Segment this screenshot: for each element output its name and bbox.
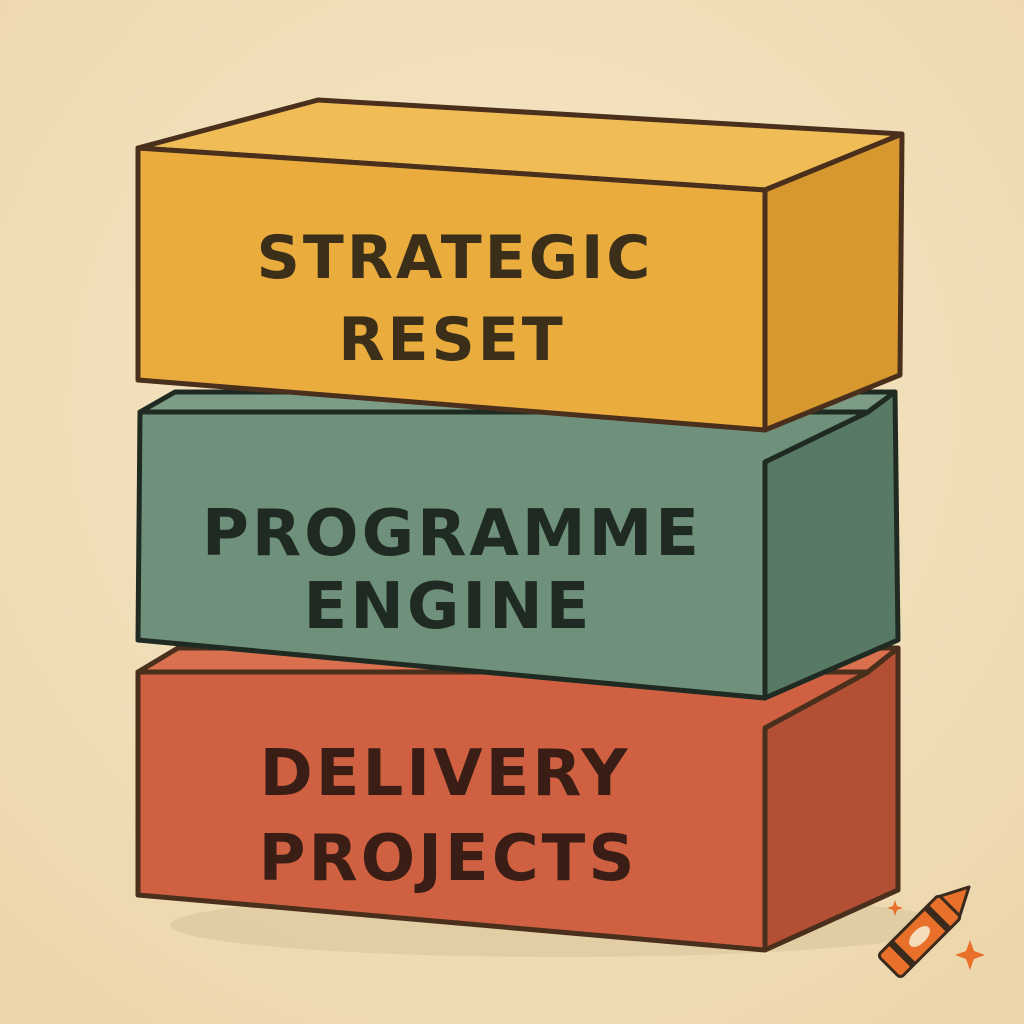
block-delivery-projects: DELIVERY PROJECTS bbox=[135, 645, 901, 953]
block-strategic-reset-label-line-1: STRATEGIC bbox=[257, 223, 654, 293]
block-programme-engine-label-line-1: PROGRAMME bbox=[202, 497, 702, 571]
sparkle-icon bbox=[955, 940, 985, 970]
crayon-logo-icon bbox=[877, 885, 971, 979]
block-strategic-reset: STRATEGIC RESET bbox=[135, 97, 905, 433]
block-programme-engine: PROGRAMME ENGINE bbox=[135, 389, 901, 701]
block-delivery-projects-label-line-2: PROJECTS bbox=[259, 822, 638, 896]
block-delivery-projects-label-line-1: DELIVERY bbox=[260, 737, 631, 811]
block-programme-engine-label-line-2: ENGINE bbox=[304, 570, 593, 644]
block-strategic-reset-front bbox=[135, 145, 768, 433]
block-strategic-reset-label-line-2: RESET bbox=[338, 305, 565, 375]
sparkle-icon bbox=[887, 900, 903, 916]
